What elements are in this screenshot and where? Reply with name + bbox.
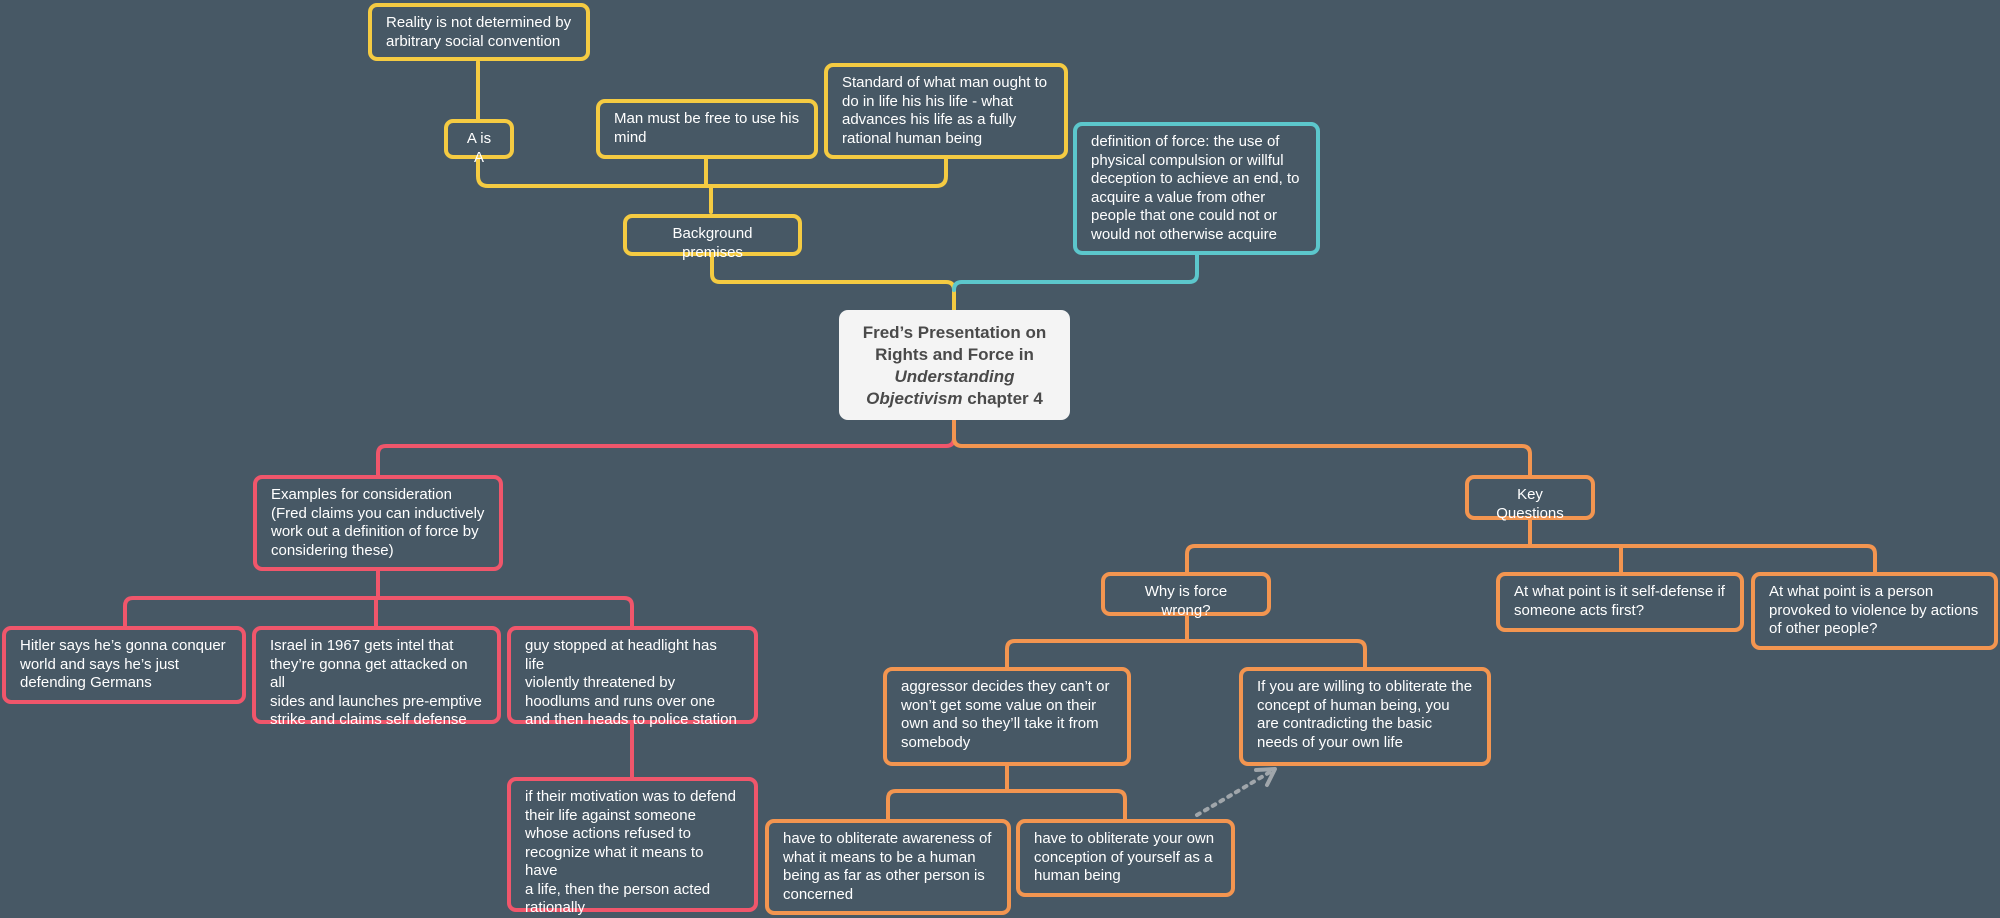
central-topic-line4-rest: chapter 4 [962,389,1043,408]
node-motivation[interactable]: if their motivation was to defend their … [507,777,758,916]
connector-questions-children [1185,518,1877,574]
node-obliterate-concept[interactable]: If you are willing to obliterate the con… [1239,667,1491,766]
connector-examples-children [123,569,634,628]
connector-root-background [710,254,956,312]
node-hitler[interactable]: Hitler says he’s gonna conquer world and… [2,626,246,704]
central-topic-line1: Fred’s Presentation on [862,323,1047,342]
node-definition-of-force[interactable]: definition of force: the use of physical… [1073,122,1320,255]
node-obliterate-awareness[interactable]: have to obliterate awareness of what it … [765,819,1011,915]
node-israel[interactable]: Israel in 1967 gets intel that they’re g… [252,626,501,728]
relationship-arrow-head [1254,767,1277,787]
node-self-defense[interactable]: At what point is it self-defense if some… [1496,572,1744,632]
node-reality[interactable]: Reality is not determined by arbitrary s… [368,3,590,61]
node-free-mind[interactable]: Man must be free to use his mind [596,99,818,159]
connector-aggressor-children [886,764,1127,821]
central-topic-line2: Rights and Force in [875,345,1034,364]
connector-why-children [1005,614,1367,669]
node-background-premises[interactable]: Background premises [623,214,802,261]
connector-premises-children [476,156,948,188]
node-obliterate-own[interactable]: have to obliterate your own conception o… [1016,819,1235,897]
node-key-questions[interactable]: Key Questions [1465,475,1595,522]
node-a-is-a[interactable]: A is A [444,119,514,166]
node-why-force-wrong[interactable]: Why is force wrong? [1101,572,1271,619]
central-topic-line4-italic: Objectivism [866,389,963,408]
central-topic[interactable]: Fred’s Presentation on Rights and Force … [839,310,1070,420]
connector-root-examples [376,418,956,477]
node-aggressor[interactable]: aggressor decides they can’t or won’t ge… [883,667,1131,766]
node-standard[interactable]: Standard of what man ought to do in life… [824,63,1068,159]
connector-root-questions [952,418,1532,477]
node-examples[interactable]: Examples for consideration (Fred claims … [253,475,503,571]
central-topic-line3: Understanding [894,367,1015,386]
node-headlight[interactable]: guy stopped at headlight has life violen… [507,626,758,728]
node-provoked[interactable]: At what point is a person provoked to vi… [1751,572,1998,650]
connector-root-definition [952,253,1199,292]
relationship-arrow [1195,770,1272,817]
